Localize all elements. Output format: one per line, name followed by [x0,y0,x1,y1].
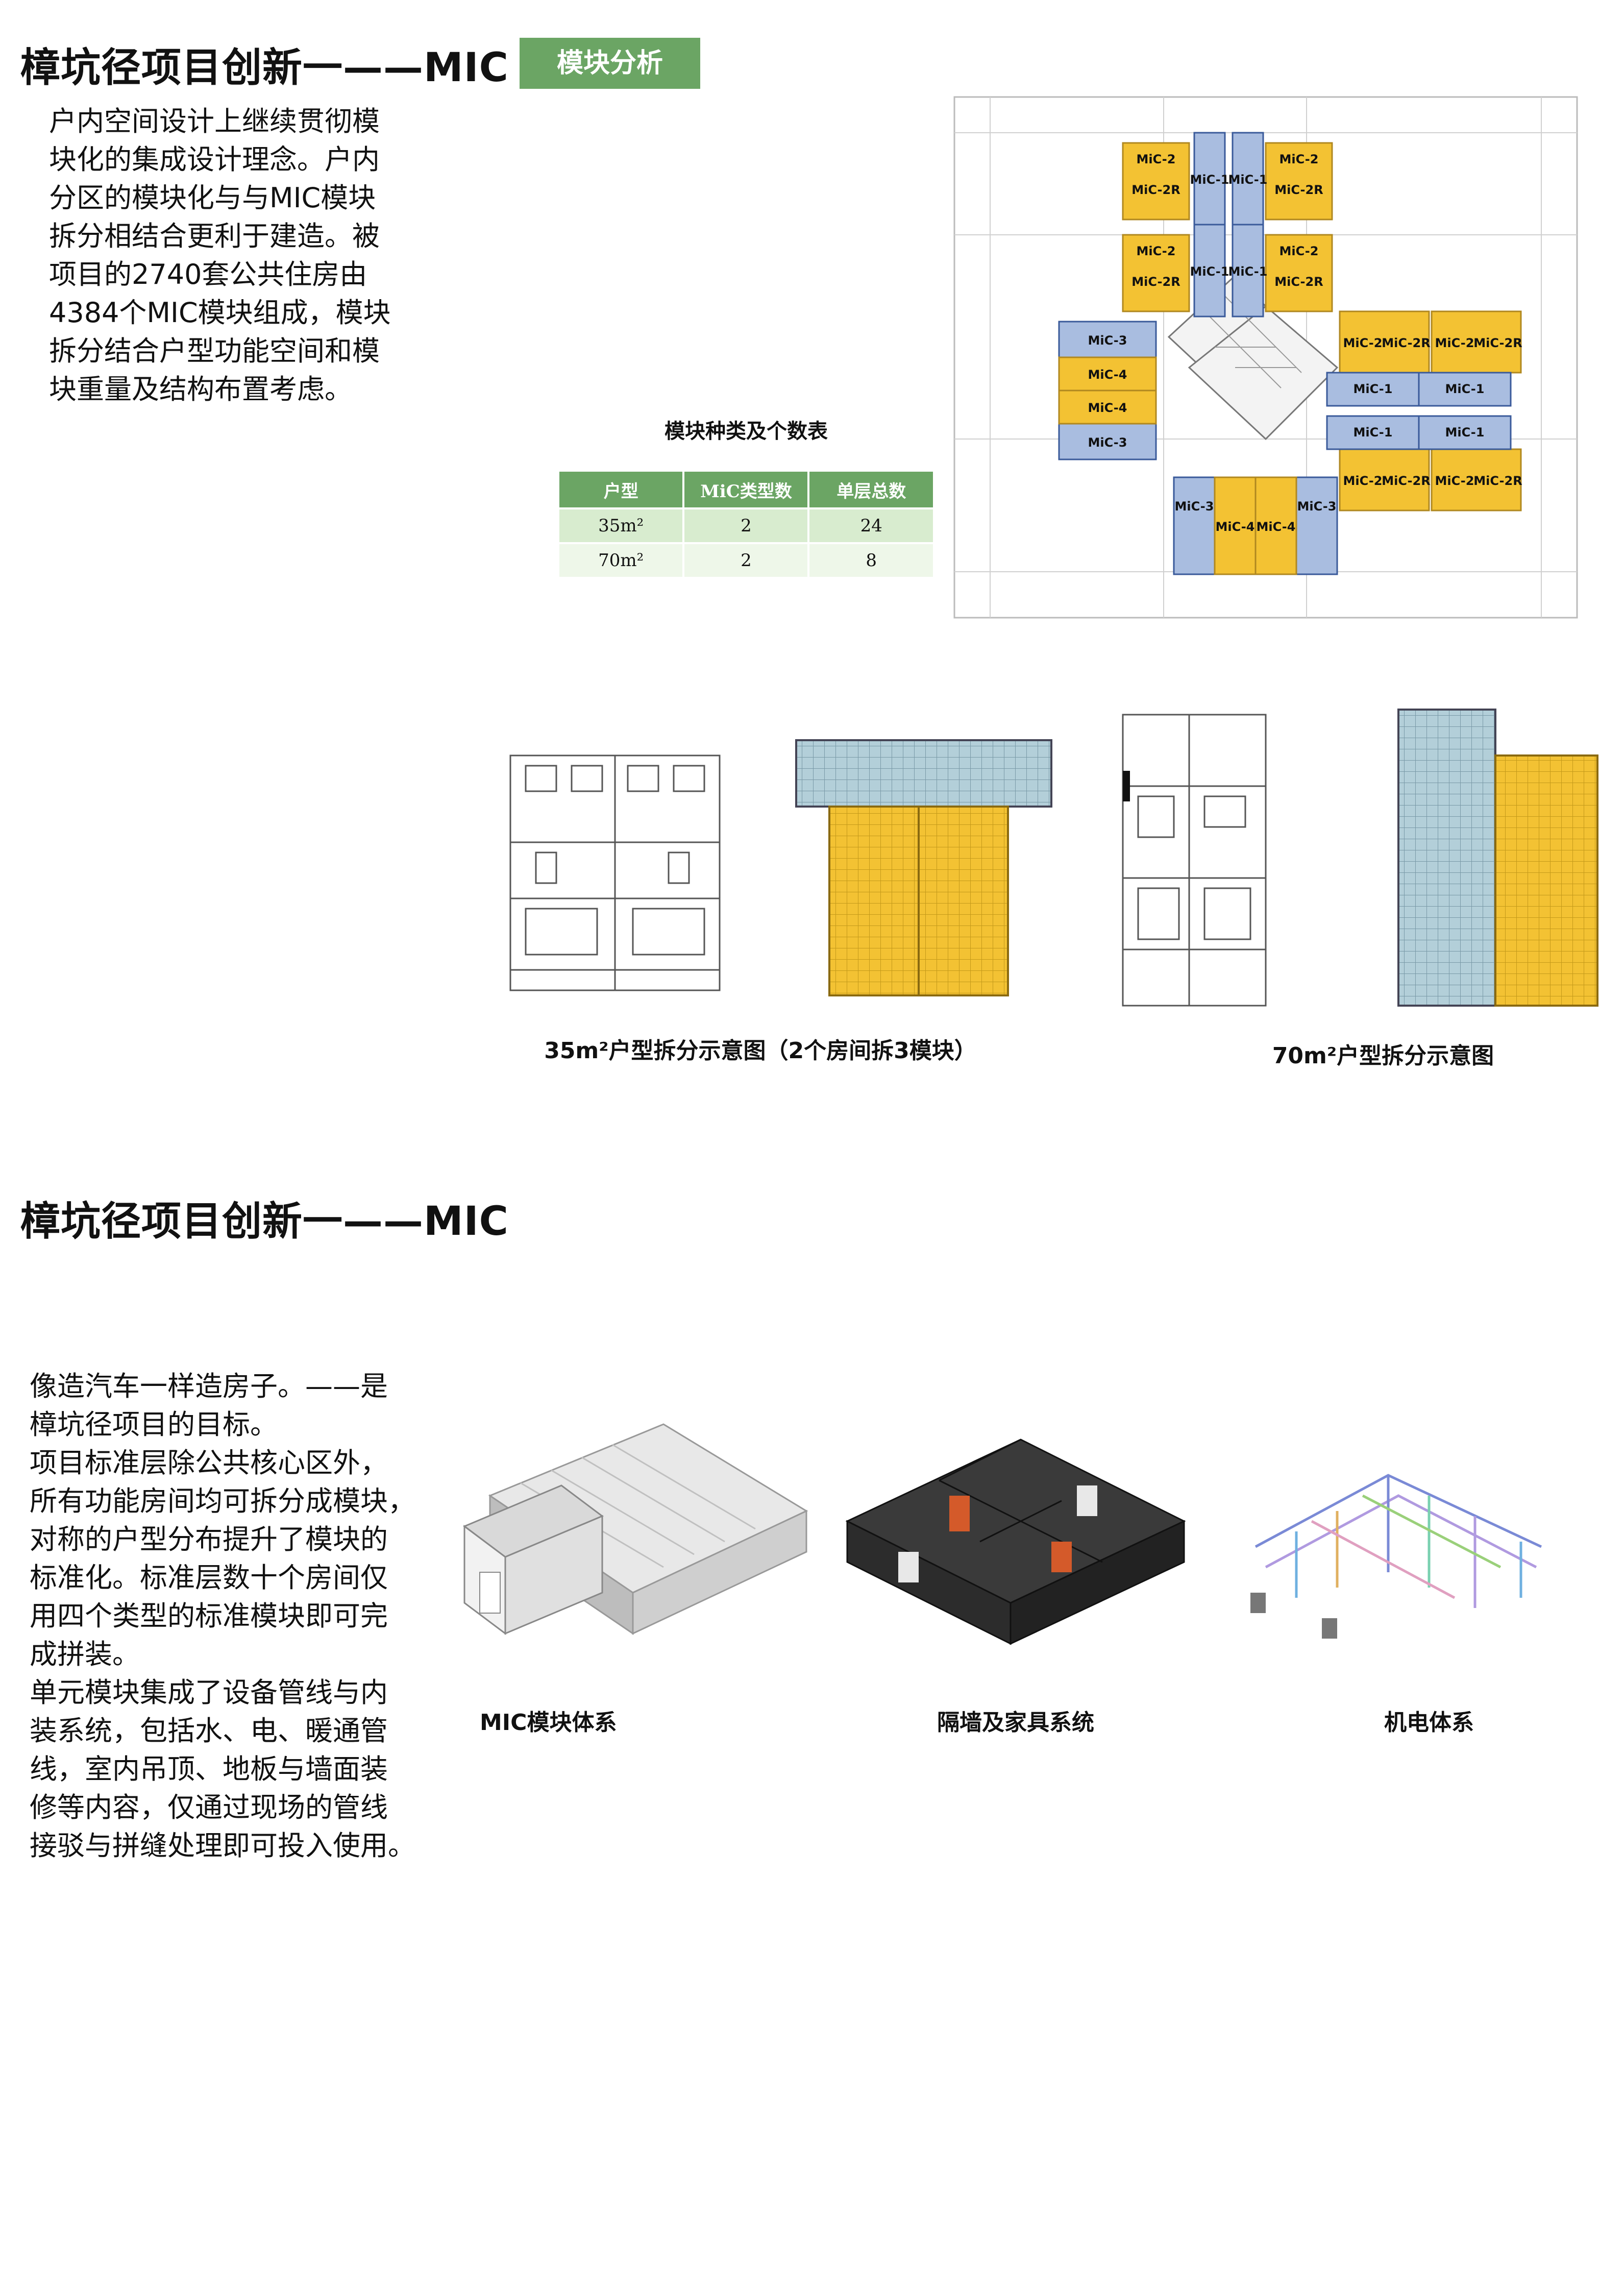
text-line: 标准化。标准层数十个房间仅 [30,1562,388,1594]
text-line: 像造汽车一样造房子。——是 [30,1370,388,1402]
table-header: MiC类型数 [682,470,810,509]
text-line: 线，室内吊顶、地板与墙面装 [30,1753,388,1785]
plan-label: MiC-4 [1216,520,1255,534]
plan-label: MiC-1 [1228,264,1268,279]
plan-label: MiC-4 [1088,401,1127,415]
table-cell: 35m² [557,507,685,544]
plan-label: MiC-2 [1435,336,1474,350]
text-line: 单元模块集成了设备管线与内 [30,1676,388,1709]
floor-plan-diagram: MiC-2 MiC-2R MiC-2 MiC-2R MiC-2 MiC-2R M… [953,96,1578,619]
plan-label: MiC-2R [1274,275,1323,289]
text-line: 分区的模块化与与MIC模块 [49,182,376,214]
text-line: 修等内容，仅通过现场的管线 [30,1791,388,1823]
plan-label: MiC-3 [1088,435,1127,450]
plan-label: MiC-1 [1190,264,1229,279]
plan-label: MiC-2 [1435,474,1474,488]
plan-label: MiC-2R [1473,474,1522,488]
table-cell: 24 [807,507,935,544]
page-title-2: 樟坑径项目创新一——MIC [20,1199,509,1245]
module-count-table-block: 模块种类及个数表 户型 MiC类型数 单层总数 35m² 2 24 70m² 2… [557,415,935,579]
plan-label: MiC-4 [1257,520,1296,534]
plan-label: MiC-2 [1343,474,1383,488]
table-cell: 70m² [557,542,685,579]
text-line: 樟坑径项目的目标。 [30,1408,278,1441]
plan-label: MiC-1 [1228,173,1268,187]
mic-module-system-illustration [463,1423,808,1635]
table-header: 户型 [557,470,685,509]
text-line: 户内空间设计上继续贯彻模 [49,105,380,137]
text-line: 对称的户型分布提升了模块的 [30,1523,388,1555]
plan-label: MiC-2 [1279,152,1319,166]
plan-label: MiC-4 [1088,368,1127,382]
table-cell: 2 [682,507,810,544]
mep-system-illustration [1250,1474,1542,1639]
text-line: 4384个MIC模块组成，模块 [49,297,391,329]
caption-mic-system: MIC模块体系 [480,1710,617,1736]
unit-35-module-overlay [795,739,1052,996]
text-line: 项目的2740套公共住房由 [49,258,367,290]
plan-label: MiC-2R [1131,183,1180,197]
plan-label: MiC-1 [1354,382,1393,396]
plan-label: MiC-2R [1274,183,1323,197]
table-row: 35m² 2 24 [557,507,935,544]
page-title-1: 樟坑径项目创新一——MIC [20,45,509,91]
table-title: 模块种类及个数表 [665,420,828,443]
intro-paragraph: 户内空间设计上继续贯彻模 块化的集成设计理念。户内 分区的模块化与与MIC模块 … [49,102,396,408]
module-analysis-tag: 模块分析 [520,38,700,89]
caption-mep-system: 机电体系 [1384,1710,1474,1736]
text-line: 块重量及结构布置考虑。 [49,373,352,405]
plan-label: MiC-2R [1382,336,1430,350]
plan-label: MiC-1 [1445,382,1485,396]
text-line: 拆分结合户型功能空间和模 [49,335,380,367]
unit-35-plan-drawing [509,754,721,991]
text-line: 成拼装。 [30,1638,140,1670]
table-header: 单层总数 [807,470,935,509]
caption-70: 70m²户型拆分示意图 [1272,1043,1494,1069]
table-row: 70m² 2 8 [557,542,935,579]
caption-partition-system: 隔墙及家具系统 [937,1710,1094,1736]
text-line: 所有功能房间均可拆分成模块， [30,1485,415,1517]
plan-label: MiC-1 [1445,425,1485,440]
table-cell: 2 [682,542,810,579]
plan-label: MiC-2 [1279,244,1319,258]
plan-label: MiC-2 [1137,244,1176,258]
table-header-row: 户型 MiC类型数 单层总数 [557,470,935,509]
table-cell: 8 [807,542,935,579]
text-line: 装系统，包括水、电、暖通管 [30,1715,388,1747]
text-line: 用四个类型的标准模块即可完 [30,1600,388,1632]
text-line: 接驳与拼缝处理即可投入使用。 [30,1830,415,1862]
plan-label: MiC-3 [1297,499,1337,514]
plan-label: MiC-1 [1354,425,1393,440]
plan-label: MiC-3 [1175,499,1214,514]
plan-label: MiC-3 [1088,333,1127,348]
text-line: 项目标准层除公共核心区外， [30,1447,388,1479]
partition-furniture-illustration [845,1439,1186,1645]
integration-paragraph: 单元模块集成了设备管线与内 装系统，包括水、电、暖通管 线，室内吊顶、地板与墙面… [30,1673,428,1865]
unit-70-plan-drawing [1122,714,1267,1007]
unit-70-module-overlay [1397,709,1598,1007]
caption-35: 35m²户型拆分示意图（2个房间拆3模块） [544,1038,977,1064]
text-line: 块化的集成设计理念。户内 [49,143,380,176]
module-count-table: 户型 MiC类型数 单层总数 35m² 2 24 70m² 2 8 [557,470,935,579]
plan-label: MiC-2R [1473,336,1522,350]
plan-label: MiC-2 [1343,336,1383,350]
goal-paragraph: 像造汽车一样造房子。——是 樟坑径项目的目标。 项目标准层除公共核心区外， 所有… [30,1367,428,1673]
plan-label: MiC-2R [1131,275,1180,289]
plan-label: MiC-1 [1190,173,1229,187]
text-line: 拆分相结合更利于建造。被 [49,220,380,252]
plan-label: MiC-2R [1382,474,1430,488]
plan-label: MiC-2 [1137,152,1176,166]
